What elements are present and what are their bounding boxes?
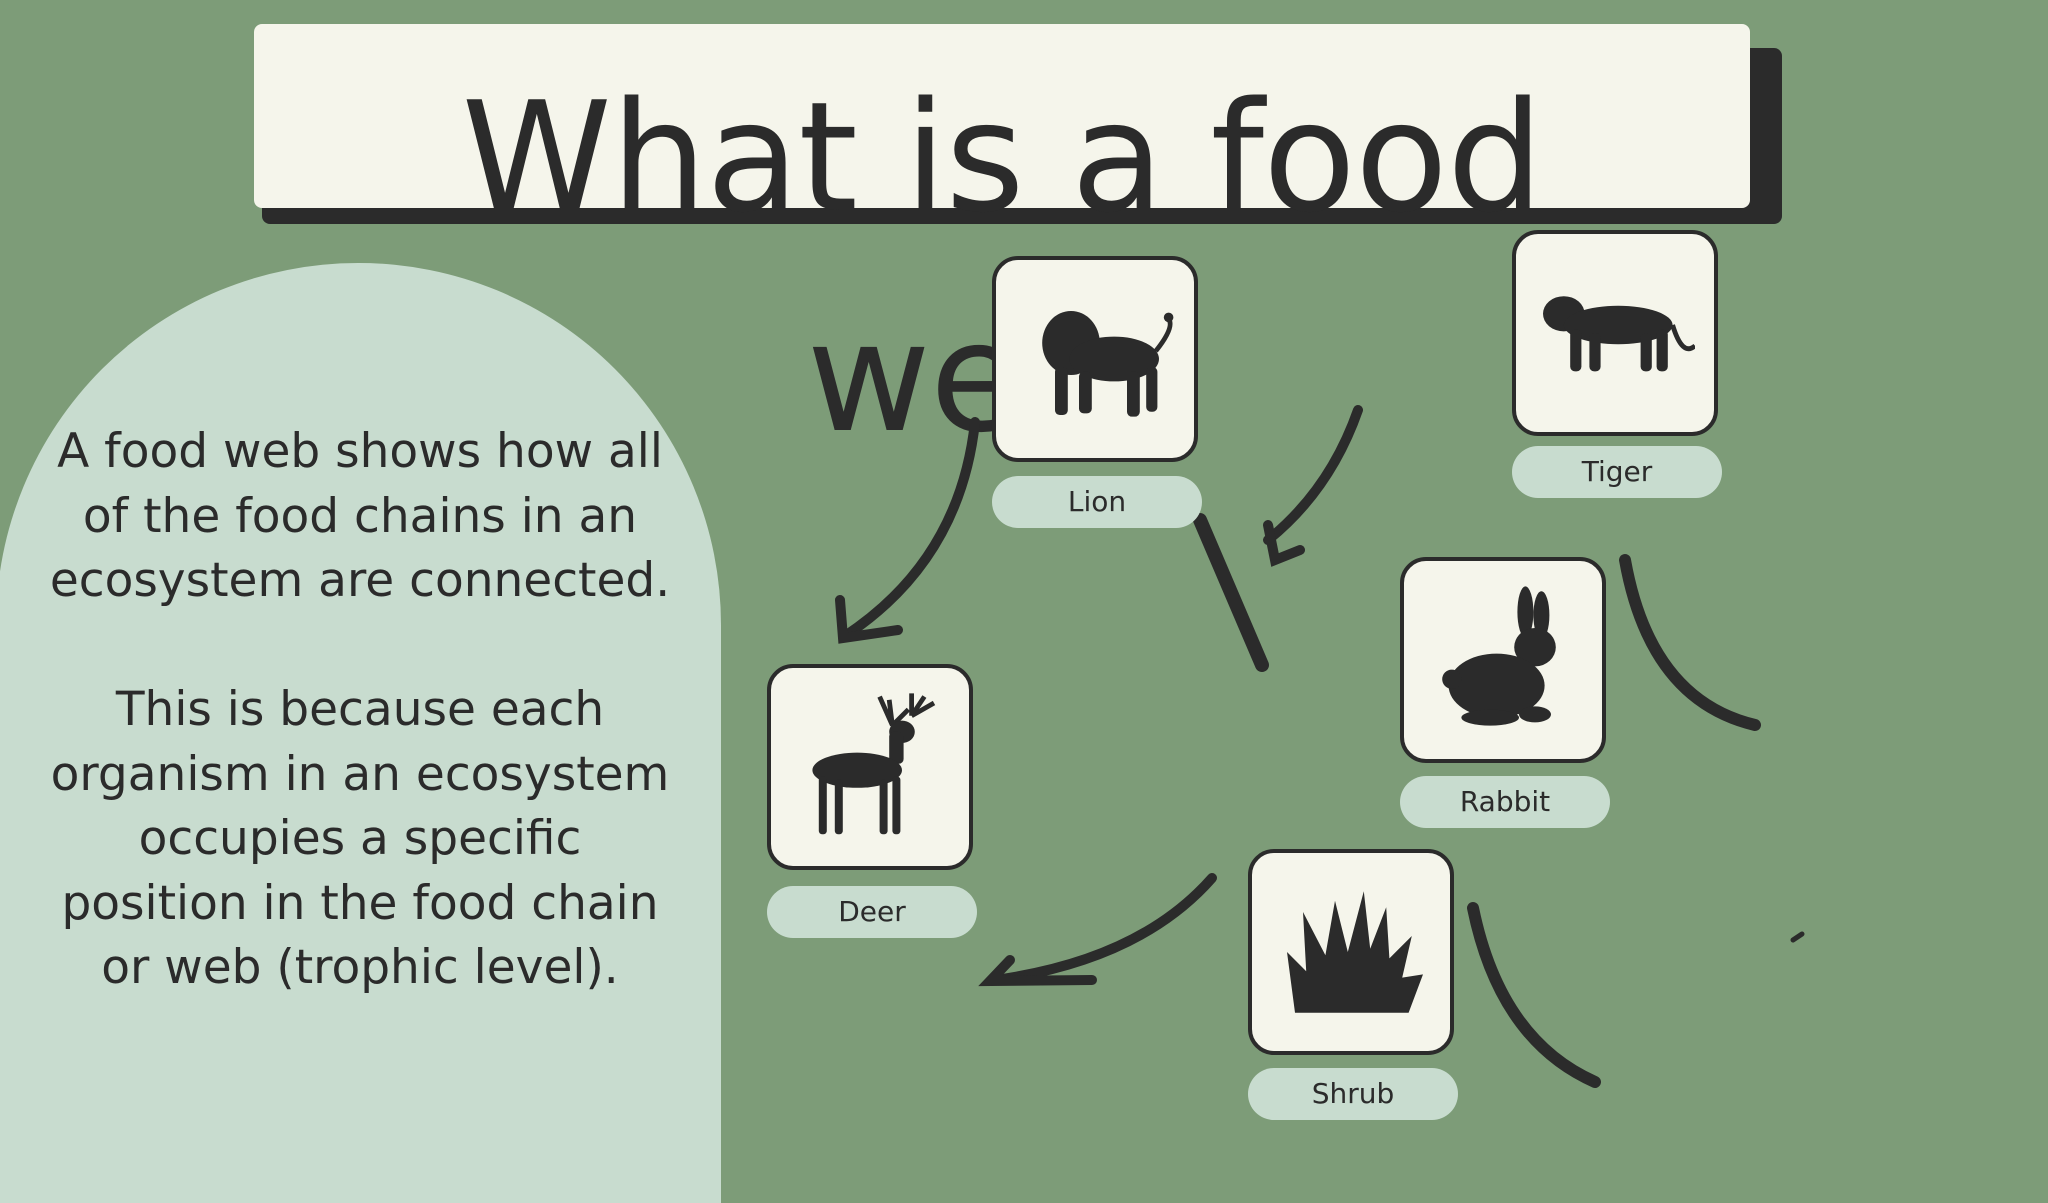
arrow-shrub-to-deer <box>990 873 1217 985</box>
description-panel <box>0 263 721 1203</box>
card-shrub <box>1248 849 1454 1055</box>
description-text: A food web shows how all of the food cha… <box>40 420 680 1001</box>
arrow-head-shrub-deer <box>978 955 1097 987</box>
arrow-tiger-to-lion <box>1263 405 1363 545</box>
arrow-shrub-rabbit <box>1467 902 1601 1088</box>
lion-silhouette-icon <box>1042 311 1174 417</box>
rabbit-silhouette-icon <box>1442 586 1556 726</box>
arrow-head-lion-deer <box>835 595 903 644</box>
arrow-head-tiger-lion <box>1263 520 1305 567</box>
label-shrub: Shrub <box>1248 1068 1458 1120</box>
description-paragraph-2: This is because each organism in an ecos… <box>50 682 670 995</box>
card-deer <box>767 664 973 870</box>
arrow-rabbit-tiger <box>1619 554 1761 731</box>
arrow-to-lion-line <box>1193 513 1269 672</box>
food-web-arrows <box>835 405 1805 1088</box>
arrow-stub <box>1790 931 1805 943</box>
card-tiger <box>1512 230 1718 436</box>
description-paragraph-1: A food web shows how all of the food cha… <box>49 424 671 608</box>
label-tiger: Tiger <box>1512 446 1722 498</box>
title-banner <box>254 24 1750 208</box>
card-lion <box>992 256 1198 462</box>
label-lion: Lion <box>992 476 1202 528</box>
label-rabbit: Rabbit <box>1400 776 1610 828</box>
arrow-lion-to-deer <box>840 417 980 641</box>
label-deer: Deer <box>767 886 977 938</box>
shrub-silhouette-icon <box>1287 891 1423 1013</box>
tiger-silhouette-icon <box>1543 296 1695 372</box>
card-rabbit <box>1400 557 1606 763</box>
deer-silhouette-icon <box>812 693 936 835</box>
